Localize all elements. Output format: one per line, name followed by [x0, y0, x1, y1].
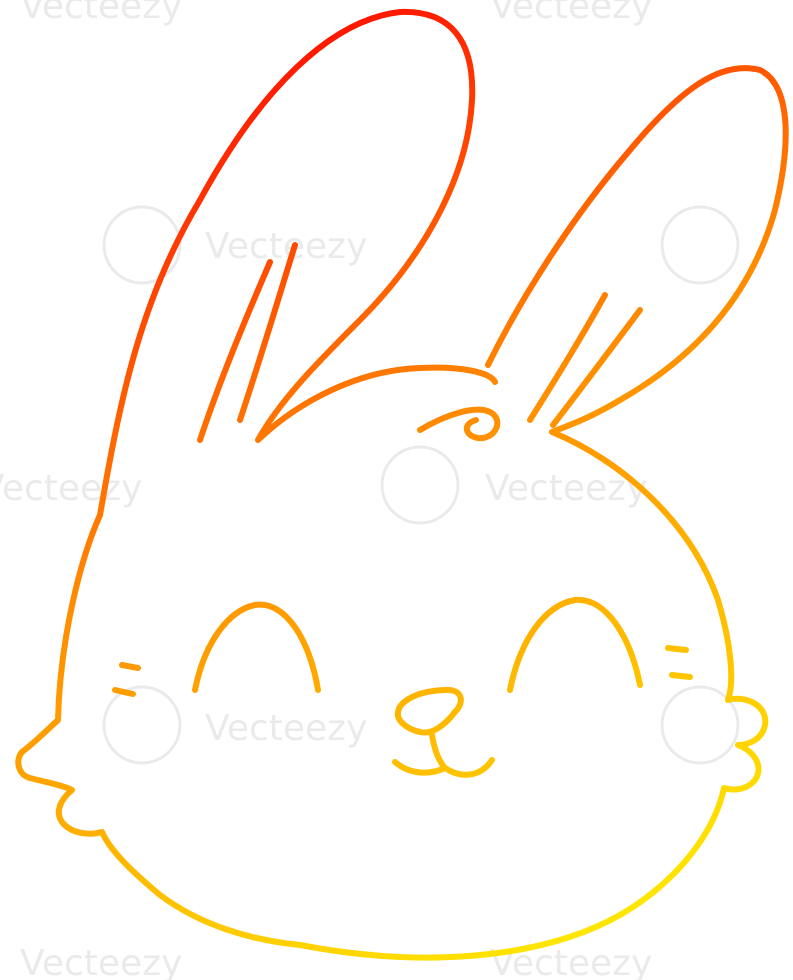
watermark-logo-icon [380, 445, 460, 525]
right-freckle [669, 672, 693, 680]
left-ear-inner-line [237, 242, 298, 423]
watermark-text: Vecteezy [20, 943, 182, 980]
watermark-text: Vecteezy [205, 708, 367, 749]
head-right-outline [297, 429, 769, 961]
watermark-text: Vecteezy [0, 468, 142, 509]
left-ear-inner-line [197, 259, 273, 443]
watermark-text: Vecteezy [205, 226, 367, 267]
right-eye [507, 596, 643, 693]
watermark-logo-icon [660, 205, 740, 285]
watermark-layer: Vecteezy Vecteezy Vecteezy Vecteezy Vect… [0, 0, 740, 980]
left-freckle [112, 687, 136, 697]
watermark-logo-icon [660, 685, 740, 765]
right-freckle [665, 645, 689, 653]
watermark-logo-icon [102, 205, 182, 285]
right-ear-inner-line [550, 307, 643, 428]
watermark-text: Vecteezy [20, 0, 182, 27]
left-ear-outline [97, 8, 498, 518]
left-eye [192, 601, 321, 693]
watermark-text: Vecteezy [490, 0, 652, 27]
mouth [392, 732, 495, 778]
right-ear-inner-line [527, 292, 608, 423]
head-tuft [417, 406, 501, 442]
right-ear-outline [485, 65, 789, 435]
left-freckle [119, 662, 141, 671]
watermark-logo-icon [102, 685, 182, 765]
nose [394, 687, 464, 736]
head-left-outline [15, 512, 303, 948]
